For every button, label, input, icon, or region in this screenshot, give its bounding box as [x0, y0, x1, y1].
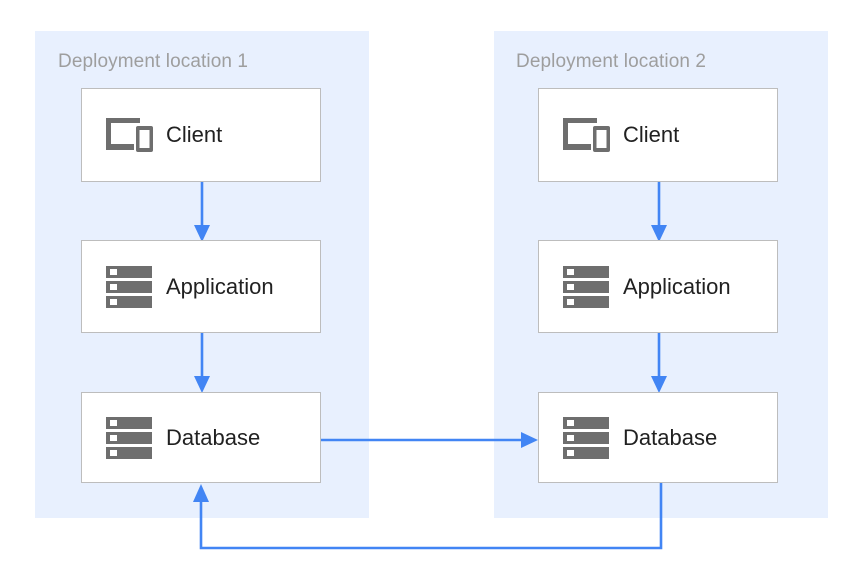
edge-database1-to-database2: [321, 428, 539, 452]
edge-database2-to-database1: [185, 478, 685, 568]
zone-label-deployment-location-2: Deployment location 2: [516, 51, 707, 72]
server-icon: [555, 264, 617, 310]
devices-icon: [555, 114, 617, 156]
node-label-database1: Database: [166, 424, 261, 450]
node-label-client2: Client: [623, 122, 680, 147]
node-label-client1: Client: [166, 122, 223, 147]
server-icon: [98, 415, 160, 461]
node-label-application2: Application: [623, 273, 731, 299]
server-icon: [98, 264, 160, 310]
server-icon: [555, 415, 617, 461]
devices-icon: [98, 114, 160, 156]
node-label-database2: Database: [623, 424, 718, 450]
zone-label-deployment-location-1: Deployment location 1: [58, 51, 249, 72]
edge-application1-to-database1: [190, 331, 214, 395]
node-application1[interactable]: Application: [81, 240, 321, 333]
edge-client1-to-application1: [190, 180, 214, 244]
node-label-application1: Application: [166, 273, 274, 299]
edge-client2-to-application2: [647, 180, 671, 244]
node-client2[interactable]: Client: [538, 88, 778, 182]
node-database1[interactable]: Database: [81, 392, 321, 483]
node-client1[interactable]: Client: [81, 88, 321, 182]
node-database2[interactable]: Database: [538, 392, 778, 483]
edge-application2-to-database2: [647, 331, 671, 395]
node-application2[interactable]: Application: [538, 240, 778, 333]
